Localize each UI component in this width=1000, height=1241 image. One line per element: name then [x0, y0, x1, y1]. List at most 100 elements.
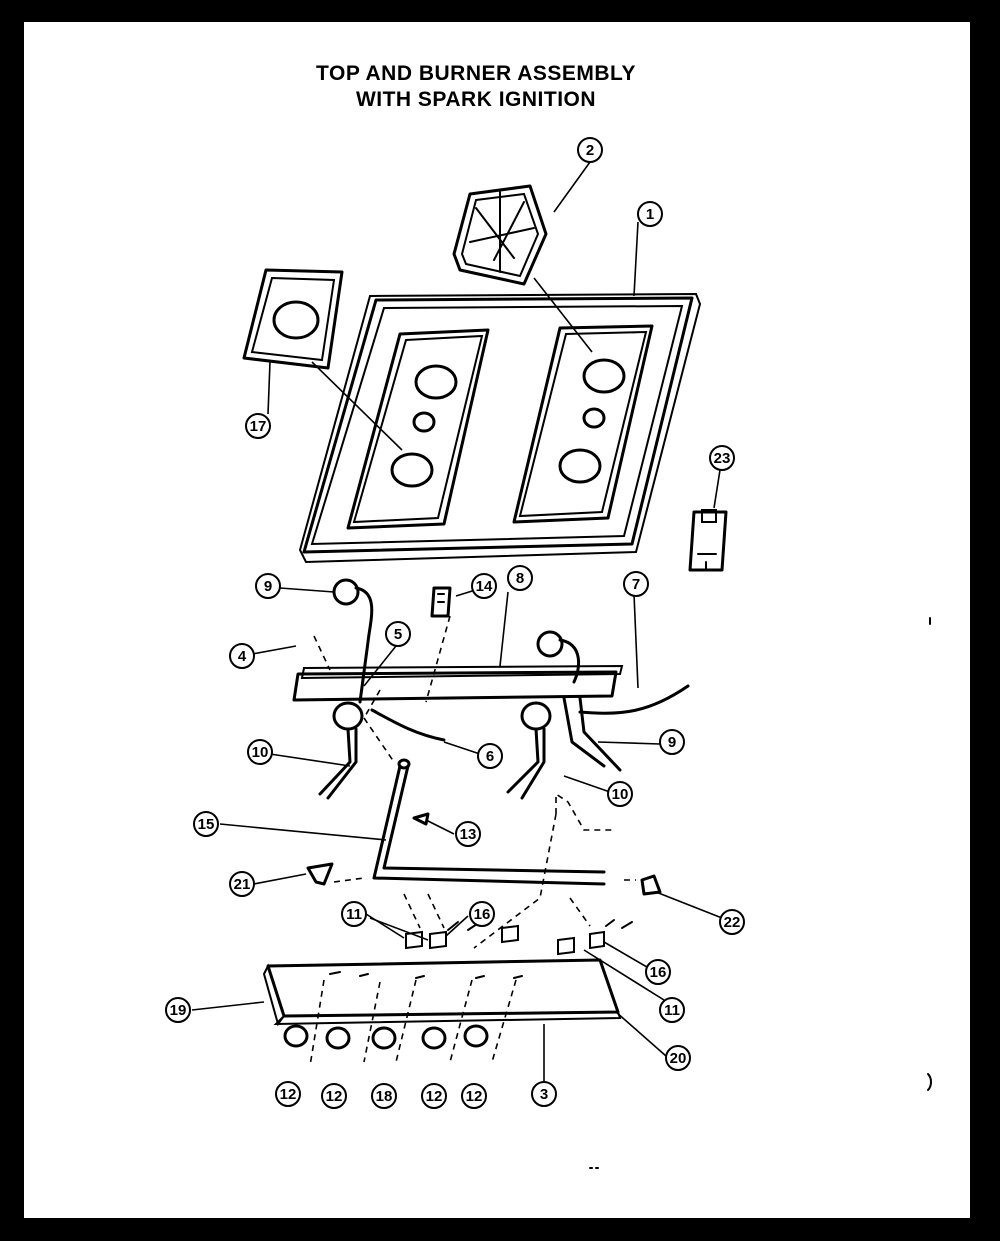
callout-label: 23 [714, 450, 731, 467]
callout-circle [659, 729, 685, 755]
callout-23: 23 [709, 445, 735, 471]
callout-label: 9 [264, 578, 272, 595]
callout-label: 3 [540, 1086, 548, 1103]
callout-10: 10 [247, 739, 273, 765]
callout-circle [421, 1083, 447, 1109]
part-spark-electrode [430, 586, 452, 618]
callout-circle [229, 871, 255, 897]
callout-18: 18 [371, 1083, 397, 1109]
diagram-sheet: TOP AND BURNER ASSEMBLY WITH SPARK IGNIT… [24, 22, 970, 1218]
callout-circle [255, 573, 281, 599]
callout-10: 10 [607, 781, 633, 807]
callout-20: 20 [665, 1045, 691, 1071]
callout-circle [531, 1081, 557, 1107]
callout-1: 1 [637, 201, 663, 227]
callout-label: 18 [376, 1088, 393, 1105]
callout-11: 11 [341, 901, 367, 927]
callout-circle [623, 571, 649, 597]
callout-12: 12 [421, 1083, 447, 1109]
callout-label: 21 [234, 876, 251, 893]
leader-lines [191, 161, 723, 1092]
callout-label: 14 [476, 578, 493, 595]
part-clip-21 [306, 862, 334, 886]
callout-label: 12 [326, 1088, 343, 1105]
callout-label: 6 [486, 748, 494, 765]
part-manifold [372, 758, 606, 886]
part-trim-panel [242, 268, 344, 370]
callout-circle [385, 621, 411, 647]
callout-label: 22 [724, 914, 741, 931]
callout-19: 19 [165, 997, 191, 1023]
callout-15: 15 [193, 811, 219, 837]
part-control-panel [262, 958, 622, 1067]
callout-16: 16 [645, 959, 671, 985]
callout-label: 17 [250, 418, 267, 435]
callout-13: 13 [455, 821, 481, 847]
part-burner-assembly [292, 578, 624, 800]
callout-4: 4 [229, 643, 255, 669]
callout-11: 11 [659, 997, 685, 1023]
callout-17: 17 [245, 413, 271, 439]
callout-2: 2 [577, 137, 603, 163]
callout-circle [477, 743, 503, 769]
callout-circle [665, 1045, 691, 1071]
callout-label: 19 [170, 1002, 187, 1019]
callout-label: 8 [516, 570, 524, 587]
callout-label: 12 [280, 1086, 297, 1103]
callout-7: 7 [623, 571, 649, 597]
part-knobs [283, 1024, 489, 1050]
callout-circle [245, 413, 271, 439]
callout-16: 16 [469, 901, 495, 927]
part-spark-module [688, 509, 728, 572]
part-grate [452, 184, 548, 286]
callout-label: 5 [394, 626, 402, 643]
callout-8: 8 [507, 565, 533, 591]
callout-5: 5 [385, 621, 411, 647]
callout-circle [275, 1081, 301, 1107]
callout-circle [229, 643, 255, 669]
callout-circle [637, 201, 663, 227]
callout-label: 1 [646, 206, 654, 223]
callout-label: 12 [466, 1088, 483, 1105]
callout-12: 12 [461, 1083, 487, 1109]
callout-circle [193, 811, 219, 837]
callout-label: 13 [460, 826, 477, 843]
callout-12: 12 [275, 1081, 301, 1107]
callout-circle [461, 1083, 487, 1109]
part-clip-13 [412, 812, 430, 826]
callout-label: 4 [238, 648, 247, 665]
callout-circle [321, 1083, 347, 1109]
callout-14: 14 [471, 573, 497, 599]
part-valve-group-right [557, 919, 633, 956]
callout-label: 11 [664, 1002, 680, 1019]
part-cooktop [298, 292, 702, 564]
callout-circle [607, 781, 633, 807]
callout-circle [645, 959, 671, 985]
burner-assembly-diagram: TOP AND BURNER ASSEMBLY WITH SPARK IGNIT… [165, 62, 932, 1169]
callout-circle [719, 909, 745, 935]
callout-circle [341, 901, 367, 927]
part-spark-wire [578, 684, 690, 715]
callout-circle [507, 565, 533, 591]
callout-9: 9 [659, 729, 685, 755]
callout-circle [659, 997, 685, 1023]
callout-circle [247, 739, 273, 765]
callout-6: 6 [477, 743, 503, 769]
callout-label: 10 [612, 786, 629, 803]
callout-12: 12 [321, 1083, 347, 1109]
callout-9: 9 [255, 573, 281, 599]
callout-circle [709, 445, 735, 471]
title-line-2: WITH SPARK IGNITION [356, 88, 596, 111]
callout-circle [371, 1083, 397, 1109]
callout-circle [455, 821, 481, 847]
callout-label: 12 [426, 1088, 443, 1105]
callout-label: 11 [346, 906, 362, 923]
callout-label: 16 [474, 906, 491, 923]
title-line-1: TOP AND BURNER ASSEMBLY [316, 62, 636, 85]
callout-label: 9 [668, 734, 676, 751]
callout-label: 7 [632, 576, 640, 593]
callout-circle [471, 573, 497, 599]
callout-label: 15 [198, 816, 215, 833]
callout-circle [469, 901, 495, 927]
